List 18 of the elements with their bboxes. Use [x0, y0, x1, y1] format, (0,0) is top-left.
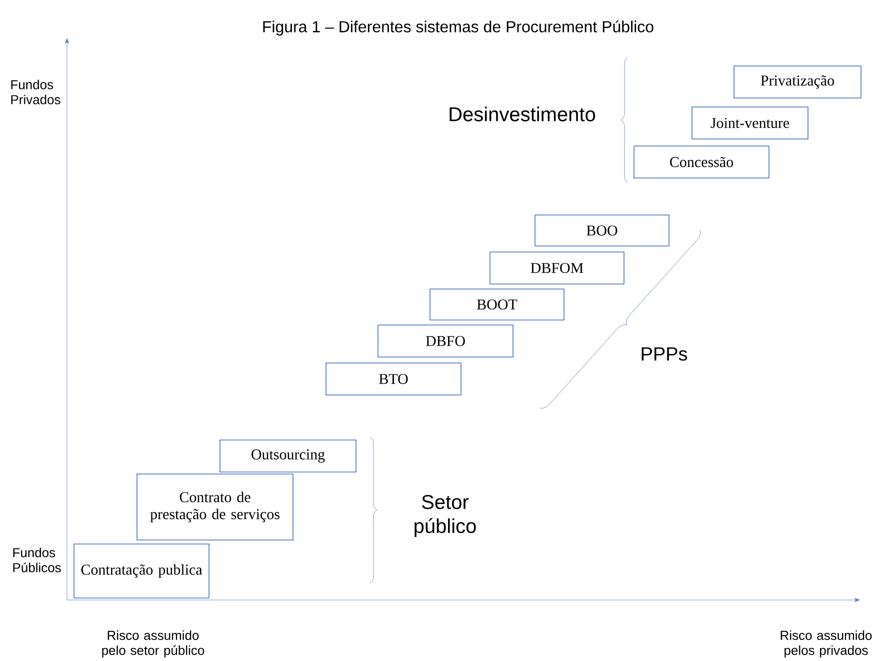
title: Figura 1 – Diferentes sistemas de Procurement Público — [263, 20, 654, 36]
axis-label: Setor público — [414, 494, 476, 538]
axis-label: Risco assumido pelos privados — [780, 630, 872, 658]
process-box: DBFOM — [490, 252, 624, 284]
process-box: BOO — [534, 214, 670, 246]
process-box: Privatização — [734, 66, 862, 98]
axis-label: Risco assumido pelo setor público — [102, 630, 204, 658]
process-box: BTO — [326, 362, 462, 396]
axis-label: PPPs — [642, 347, 688, 361]
axis-label: Desinvestimento — [450, 106, 596, 122]
process-box: Joint-venture — [692, 106, 808, 140]
process-box: Outsourcing — [220, 440, 356, 472]
process-box: Concessão — [634, 146, 770, 178]
process-box: BOOT — [430, 288, 564, 320]
axis-label: Fundos Privados — [11, 80, 60, 104]
process-box: DBFO — [378, 324, 514, 358]
process-box: Contratação publica — [74, 544, 210, 598]
axis-label: Fundos Públicos — [13, 548, 61, 572]
